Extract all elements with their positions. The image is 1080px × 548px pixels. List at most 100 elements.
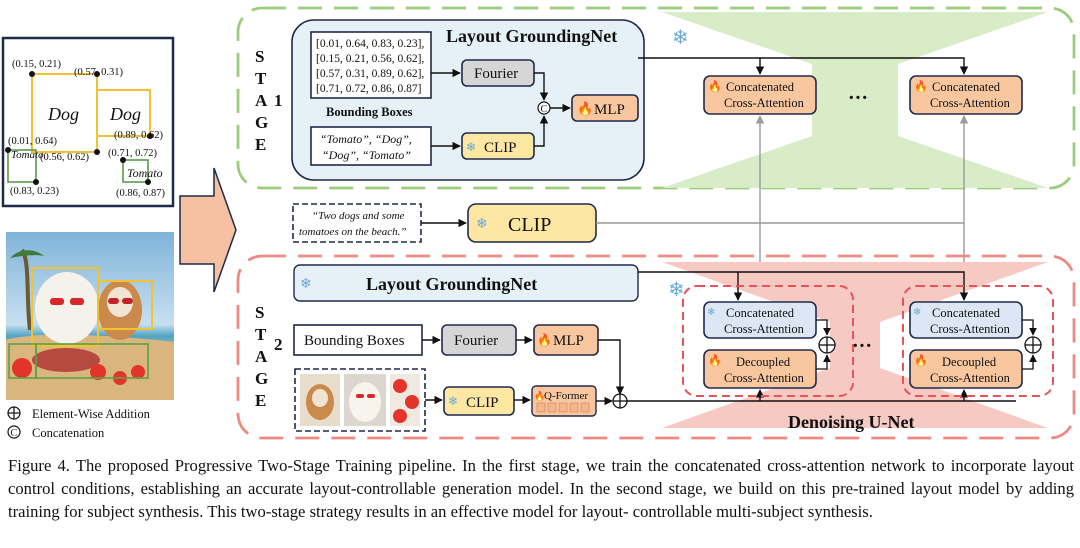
coord-label: (0.71, 0.72) — [108, 148, 157, 159]
flame-icon: 🔥 — [708, 354, 722, 367]
caption-line: controllable multi-subject synthesis. — [632, 502, 873, 521]
box-label: Dog — [47, 104, 79, 124]
unet-block-2 — [902, 285, 1054, 397]
tomato — [12, 358, 32, 378]
stage1-letter: S — [255, 47, 264, 66]
dot — [147, 133, 153, 139]
coord-label: (0.83, 0.23) — [10, 186, 59, 197]
stage2-letter: T — [255, 325, 267, 344]
ellipsis: ··· — [848, 87, 868, 109]
attn-label: Decoupled — [942, 355, 997, 369]
prompt-line: tomatoes on the beach.” — [299, 226, 407, 238]
attn-label: Concatenated — [726, 80, 795, 94]
query-token — [547, 402, 557, 413]
stage2-letter: S — [255, 303, 264, 322]
tomato — [131, 365, 145, 379]
query-tokens — [536, 402, 590, 413]
bbox-caption: Bounding Boxes — [326, 105, 413, 119]
caption-line: this pre-trained layout model by adding … — [8, 479, 1074, 521]
grounding-net-bar — [293, 264, 639, 302]
stage2-letter: G — [255, 369, 268, 388]
prompt-box — [292, 203, 422, 243]
dot — [33, 179, 39, 185]
bbox-line: [0.15, 0.21, 0.56, 0.62], — [316, 53, 424, 65]
grounding-net-title-2: Layout GroundingNet — [366, 274, 537, 294]
fourier-label: Fourier — [474, 66, 518, 82]
c-symbol: C — [11, 428, 18, 439]
query-token — [536, 402, 546, 413]
unet-shape-stage2 — [662, 262, 1048, 428]
coord-label: (0.89, 0.62) — [114, 130, 163, 141]
coord-label: (0.57, 0.31) — [74, 67, 123, 78]
dog-white — [35, 272, 99, 344]
bbox-line: [0.57, 0.31, 0.89, 0.62], — [316, 68, 424, 80]
tomato-box-1 — [7, 149, 37, 183]
stage1-number: 1 — [274, 91, 283, 110]
flame-icon: 🔥 — [537, 333, 552, 347]
bbox-line: [0.71, 0.72, 0.86, 0.87] — [316, 83, 421, 95]
coord-label: (0.56, 0.62) — [40, 152, 89, 163]
tomato — [90, 364, 106, 380]
dot — [145, 179, 151, 185]
snowflake-icon: ❄ — [672, 27, 689, 49]
snowflake-icon: ❄ — [707, 307, 715, 318]
stage2-frame — [236, 254, 1076, 440]
figure-caption: Figure 4. The proposed Progressive Two-S… — [8, 454, 1074, 523]
legend: Element-Wise Addition C Concatenation — [7, 406, 151, 440]
caption-line: to incorporate layout control conditions… — [8, 456, 1074, 498]
stage1-letter: G — [255, 113, 268, 132]
dot — [29, 71, 35, 77]
snowflake-icon: ❄ — [300, 277, 312, 292]
stage1-letter: E — [255, 135, 266, 154]
flame-icon: 🔥 — [914, 354, 928, 367]
attn-label: Cross-Attention — [724, 96, 805, 110]
stage2: ❄ S T A G E 2 ❄ Layout GroundingNet Boun… — [236, 254, 1076, 440]
labels-line: “Dog”, “Tomato” — [322, 148, 411, 162]
coord-label: (0.15, 0.21) — [12, 59, 61, 70]
caption-line: Figure 4. The proposed Progressive Two-S… — [8, 456, 926, 475]
attn-label: Decoupled — [736, 355, 791, 369]
legend-addition: Element-Wise Addition — [32, 407, 151, 421]
big-right-arrow — [179, 167, 237, 293]
corner-dots — [5, 71, 153, 185]
snowflake-icon: ❄ — [668, 279, 685, 301]
concat-attn-box-1 — [703, 75, 817, 115]
concat-attn-box-2 — [909, 75, 1023, 115]
grounding-net-title: Layout GroundingNet — [446, 26, 617, 46]
bbox-line: [0.01, 0.64, 0.83, 0.23], — [316, 38, 424, 50]
stage1-letter: T — [255, 69, 267, 88]
dot — [5, 147, 11, 153]
attn-label: Concatenated — [932, 306, 1001, 320]
dot — [120, 157, 126, 163]
coord-label: (0.01, 0.64) — [8, 136, 57, 147]
labels-list — [310, 126, 432, 166]
image-clip-label: CLIP — [466, 395, 499, 411]
flame-icon: 🔥 — [914, 80, 928, 93]
box-label: Tomato — [11, 149, 44, 161]
snowflake-icon: ❄ — [913, 307, 921, 318]
stage1-frame — [236, 6, 1076, 190]
attn-label: Concatenated — [932, 80, 1001, 94]
text-prompt-row: “Two dogs and some tomatoes on the beach… — [292, 203, 964, 243]
legend-concatenation: Concatenation — [32, 426, 105, 440]
attn-label: Cross-Attention — [724, 322, 805, 336]
layout-example-panel: (0.15, 0.21) (0.57, 0.31) (0.89, 0.62) (… — [1, 36, 175, 208]
flame-icon: 🔥 — [534, 390, 545, 401]
clip-label: CLIP — [484, 140, 517, 156]
attn-label: Cross-Attention — [930, 322, 1011, 336]
flame-icon: 🔥 — [577, 101, 593, 116]
stage2-number: 2 — [274, 335, 283, 354]
attn-label: Cross-Attention — [930, 96, 1011, 110]
unet-block-1 — [682, 285, 854, 397]
concat-symbol: C — [541, 104, 548, 115]
box-label: Tomato — [127, 166, 163, 180]
image-clip-box — [443, 386, 515, 416]
stage2-letter: A — [255, 347, 268, 366]
qformer-label: Q-Former — [544, 390, 588, 402]
bounding-boxes-label: Bounding Boxes — [304, 333, 405, 349]
stage2-letter: E — [255, 391, 266, 410]
mlp-label-2: MLP — [553, 333, 584, 349]
dot — [94, 71, 100, 77]
query-token — [569, 402, 579, 413]
example-photo — [6, 232, 174, 400]
